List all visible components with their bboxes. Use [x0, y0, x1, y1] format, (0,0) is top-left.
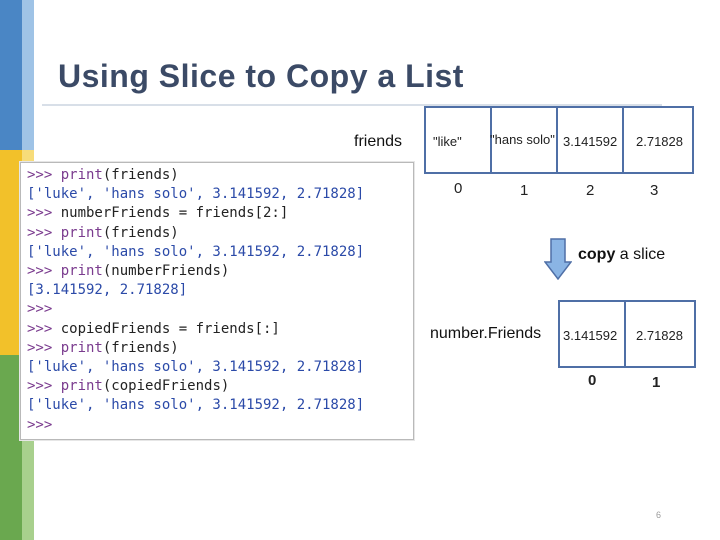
code-line: [3.141592, 2.71828]	[27, 282, 187, 298]
code-line: ['luke', 'hans solo', 3.141592, 2.71828]	[27, 397, 364, 413]
code-line: >>>	[27, 417, 52, 433]
code-prompt: >>>	[27, 224, 61, 241]
friends-index-2: 2	[586, 182, 595, 199]
number-friends-value-1: 2.71828	[636, 328, 683, 343]
code-fn: print	[60, 224, 103, 241]
code-fn: print	[60, 378, 103, 395]
copy-slice-caption: copy a slice	[578, 246, 665, 264]
code-out: ['luke', 'hans solo', 3.141592, 2.71828]	[27, 359, 365, 375]
left-stripe-blue-light	[22, 0, 34, 150]
friends-value-1: "hans solo"	[490, 132, 555, 147]
code-line: >>> print(friends)	[27, 340, 179, 356]
code-prompt: >>>	[27, 167, 61, 183]
python-shell-panel: >>> print(friends)['luke', 'hans solo', …	[20, 162, 414, 440]
friends-value-3: 2.71828	[636, 134, 683, 149]
copy-word: copy	[578, 246, 616, 263]
friends-index-3: 3	[650, 182, 659, 199]
code-rest: (copiedFriends)	[102, 378, 230, 395]
code-line: >>> print(copiedFriends)	[27, 378, 229, 394]
number-friends-index-1: 1	[652, 374, 661, 391]
code-fn: print	[60, 167, 103, 183]
code-out: ['luke', 'hans solo', 3.141592, 2.71828]	[27, 243, 365, 260]
slice-word: a slice	[619, 246, 666, 263]
code-line: >>>	[27, 301, 52, 317]
code-prompt: >>>	[27, 378, 61, 395]
code-prompt: >>>	[27, 301, 53, 318]
code-line: >>> numberFriends = friends[2:]	[27, 205, 288, 221]
code-prompt: >>>	[27, 205, 61, 222]
friends-label: friends	[354, 133, 403, 150]
code-rest: (friends)	[102, 339, 179, 356]
code-prompt: >>>	[27, 320, 61, 337]
number-friends-cell-1	[624, 300, 696, 368]
code-line: >>> print(numberFriends)	[27, 263, 229, 279]
code-out: ['luke', 'hans solo', 3.141592, 2.71828]	[27, 186, 365, 203]
code-line: >>> print(friends)	[27, 167, 179, 183]
left-stripe-blue	[0, 0, 22, 150]
code-plain: copiedFriends = friends[:]	[60, 320, 280, 337]
title-underline	[42, 104, 662, 106]
left-stripe-green	[0, 355, 22, 540]
friends-cell-0	[424, 106, 492, 174]
friends-cell-2	[556, 106, 624, 174]
code-prompt: >>>	[27, 339, 61, 356]
code-line: ['luke', 'hans solo', 3.141592, 2.71828]	[27, 359, 364, 375]
friends-cell-1	[490, 106, 558, 174]
friends-index-0: 0	[454, 180, 463, 197]
number-friends-value-0: 3.141592	[563, 328, 618, 343]
code-plain: numberFriends = friends[2:]	[60, 205, 289, 222]
down-arrow-icon	[544, 238, 572, 280]
number-friends-index-0: 0	[588, 372, 597, 389]
friends-index-1: 1	[520, 182, 529, 199]
friends-value-2: 3.141592	[563, 134, 618, 149]
friends-value-0: "like"	[433, 134, 462, 149]
friends-cell-3	[622, 106, 694, 174]
code-out: ['luke', 'hans solo', 3.141592, 2.71828]	[27, 397, 365, 414]
code-prompt: >>>	[27, 416, 53, 433]
number-friends-label: number.Friends	[430, 325, 542, 342]
code-prompt: >>>	[27, 263, 61, 279]
code-fn: print	[60, 339, 103, 356]
code-line: ['luke', 'hans solo', 3.141592, 2.71828]	[27, 186, 364, 202]
code-rest: (numberFriends)	[102, 263, 230, 279]
code-rest: (friends)	[102, 167, 179, 183]
code-line: >>> print(friends)	[27, 225, 179, 241]
slide-title: Using Slice to Copy a List	[58, 58, 464, 94]
left-stripe-yellow	[0, 150, 22, 355]
code-line: >>> copiedFriends = friends[:]	[27, 321, 280, 337]
code-fn: print	[60, 263, 103, 279]
code-rest: (friends)	[102, 224, 179, 241]
code-out: [3.141592, 2.71828]	[27, 282, 188, 299]
code-line: ['luke', 'hans solo', 3.141592, 2.71828]	[27, 244, 364, 260]
page-number: 6	[656, 510, 662, 520]
